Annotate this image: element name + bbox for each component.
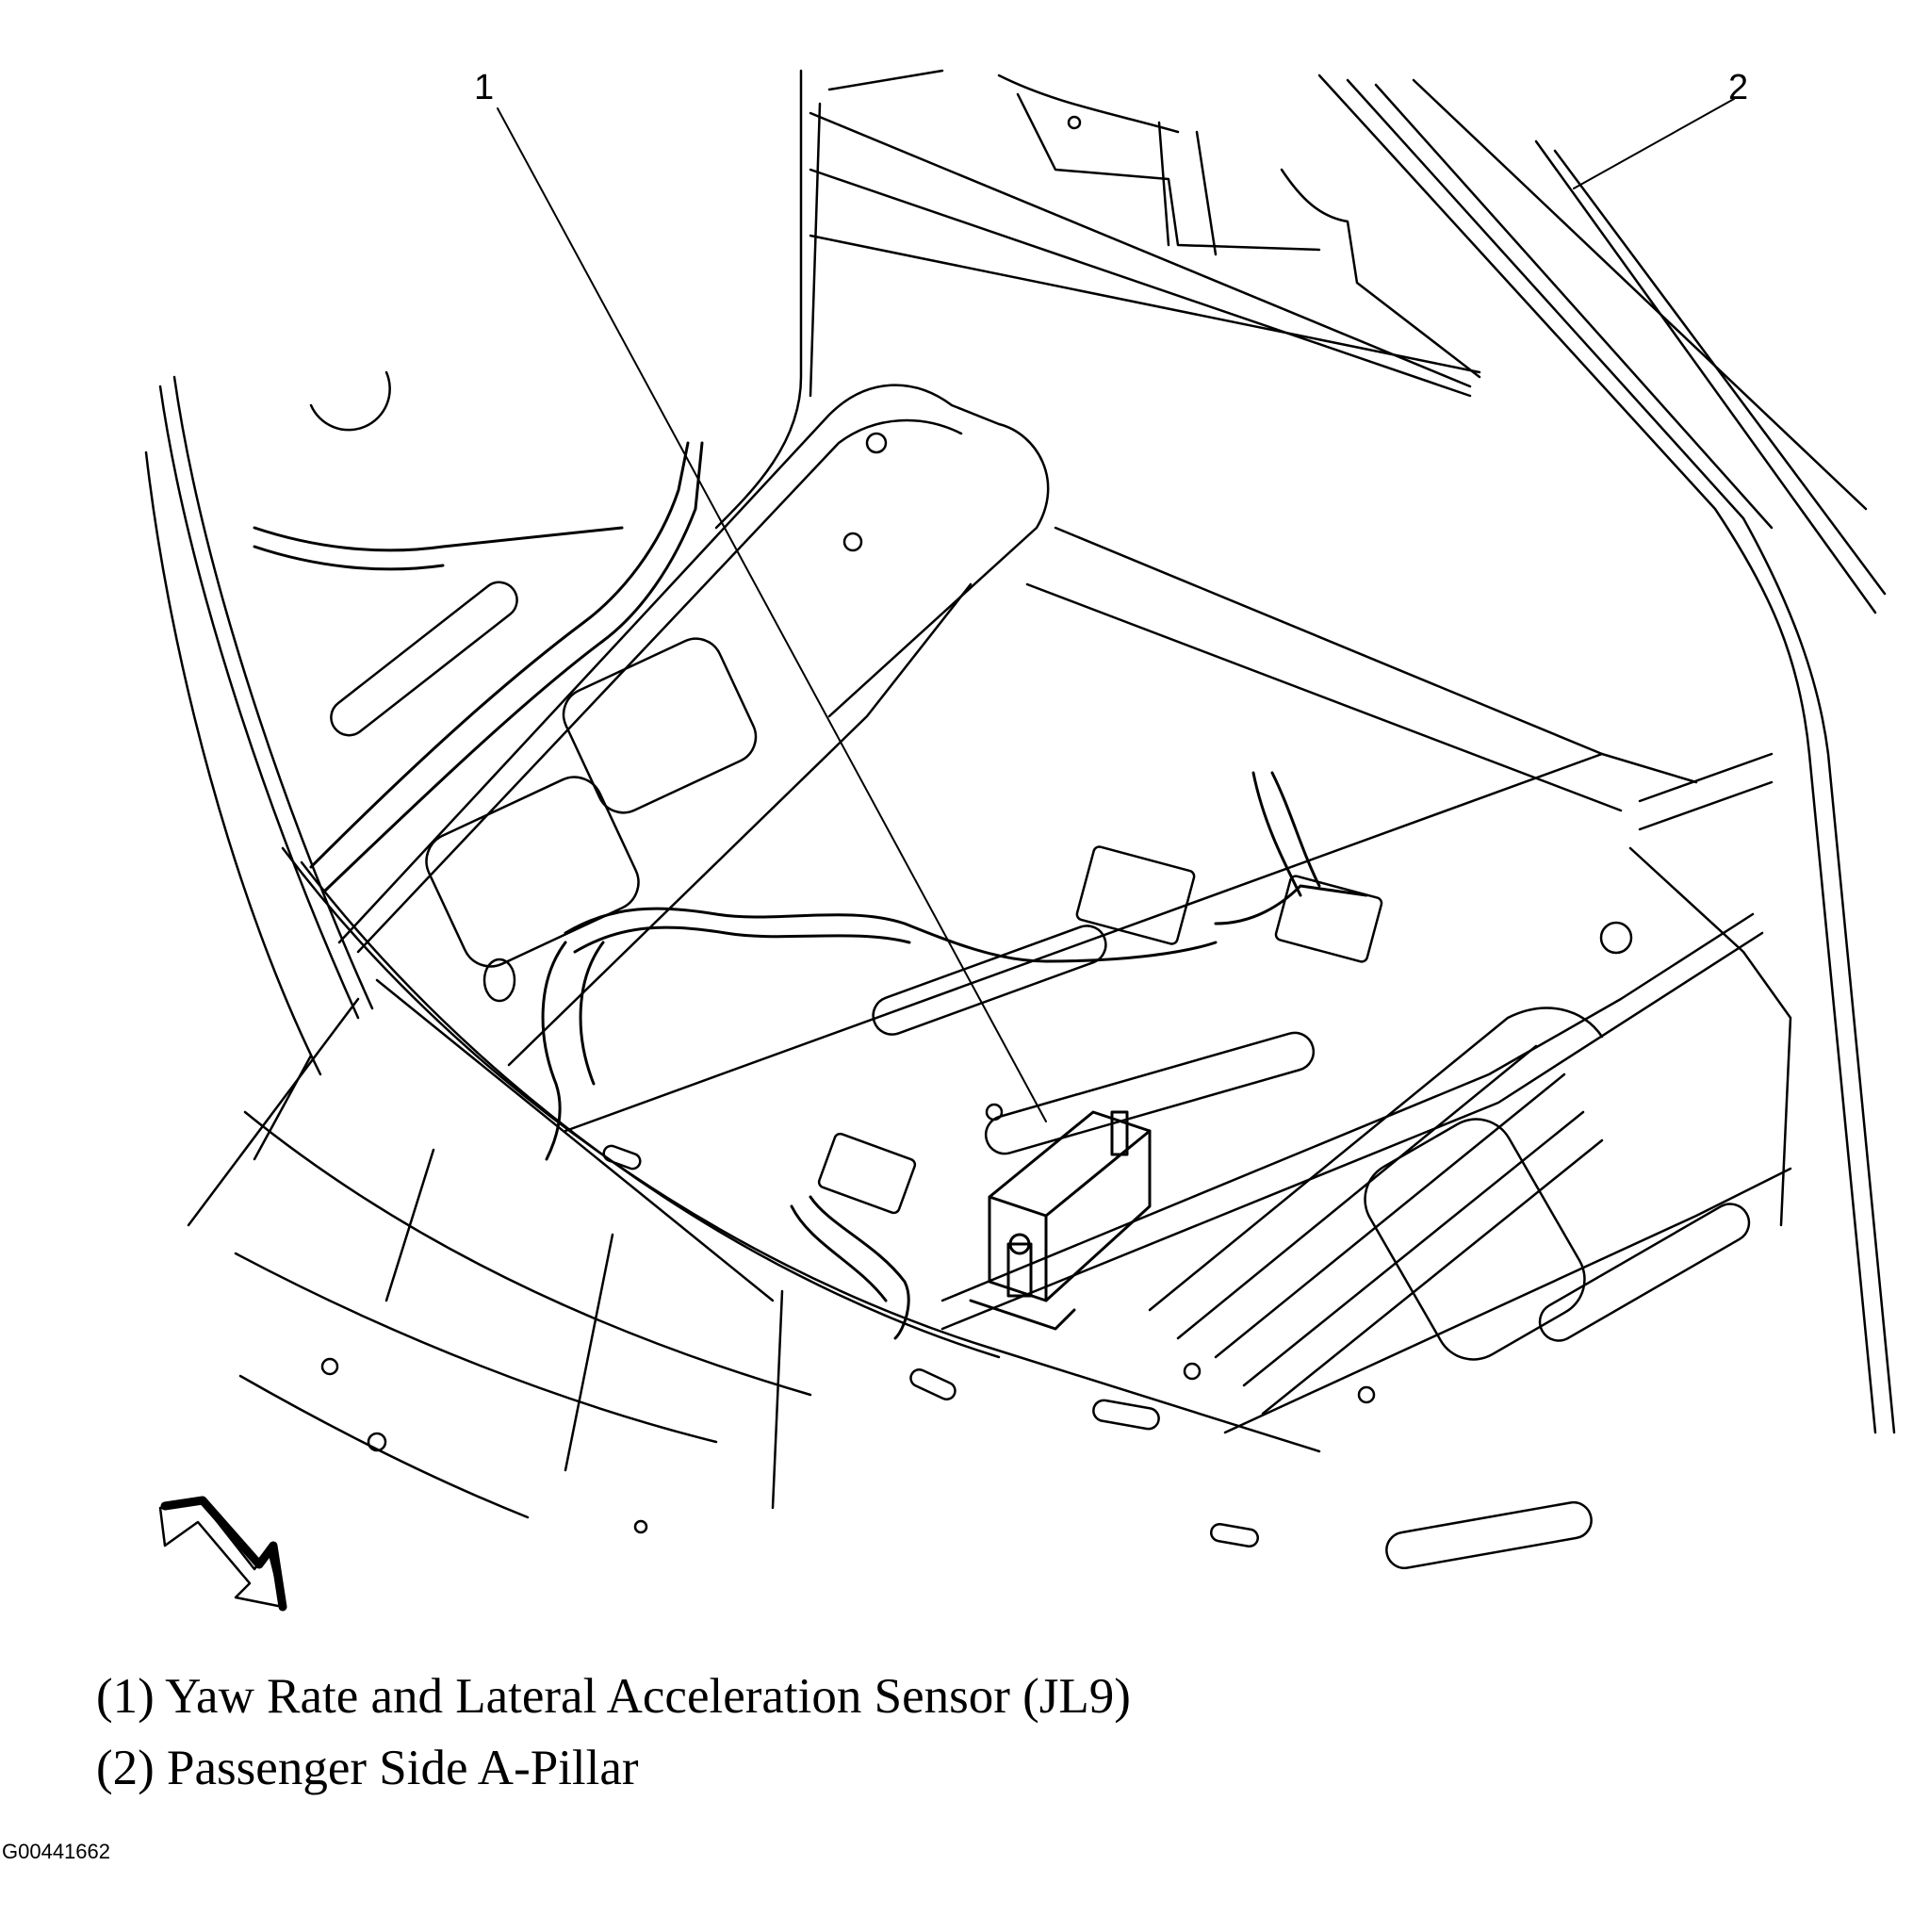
yaw-rate-sensor-drawing	[971, 1112, 1150, 1329]
front-direction-arrow-icon	[160, 1500, 283, 1607]
callout-number-2: 2	[1728, 68, 1749, 107]
legend-item-a-pillar: (2) Passenger Side A-Pillar	[96, 1741, 639, 1795]
rear-panel-lines	[716, 71, 1480, 528]
a-pillar-lines	[1319, 75, 1894, 1433]
legend-item-yaw-rate-sensor: (1) Yaw Rate and Lateral Acceleration Se…	[96, 1669, 1131, 1724]
left-sill-lines	[146, 377, 1319, 1517]
floor-cutouts	[417, 630, 1598, 1374]
harness-connectors	[817, 845, 1382, 1214]
figure-id: G00441662	[2, 1840, 110, 1863]
floor-pan-illustration	[0, 0, 1913, 1621]
leader-line-2	[1574, 99, 1734, 188]
leader-line-1	[498, 108, 1046, 1122]
floor-slots	[324, 575, 1757, 1571]
leader-lines	[498, 99, 1734, 1122]
floor-holes	[311, 372, 1631, 1532]
floor-pan-panel	[339, 385, 1790, 1433]
center-tunnel-lines	[1150, 1008, 1602, 1414]
wiring-harness	[254, 443, 1366, 1338]
callout-number-1: 1	[474, 68, 495, 107]
